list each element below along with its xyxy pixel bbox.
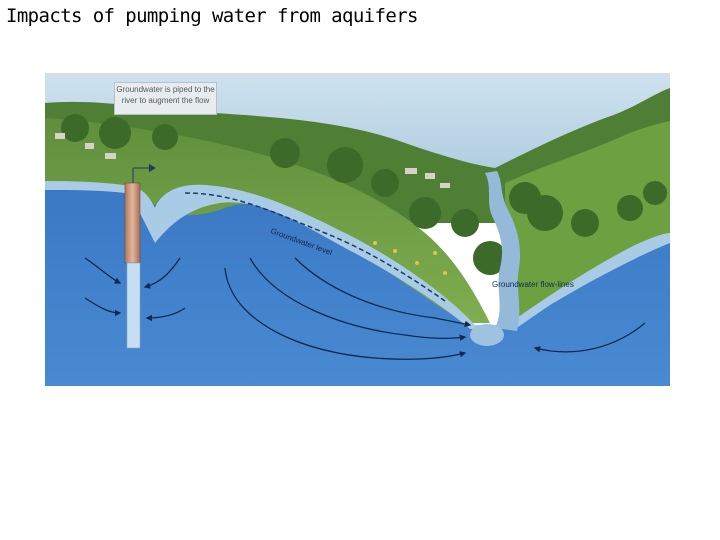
slide-title: Impacts of pumping water from aquifers (6, 5, 418, 27)
river (485, 171, 521, 331)
groundwater-level-line (184, 192, 446, 302)
flow-arrow-icon (249, 257, 467, 341)
trees (61, 114, 667, 275)
flow-arrow-icon (145, 307, 186, 322)
flow-arrows (84, 257, 646, 360)
flow-arrow-icon (143, 257, 181, 289)
flow-arrow-icon (84, 257, 122, 284)
flow-arrow-icon (294, 257, 472, 328)
flow-arrow-icon (224, 267, 467, 360)
callout-box: Groundwater is piped to the river to aug… (114, 82, 217, 115)
groundwater-body (45, 186, 670, 386)
flow-arrow-icon (84, 297, 122, 317)
flow-lines-label: Groundwater flow-lines (492, 280, 574, 289)
flow-arrow-icon (533, 322, 646, 353)
aquifer-diagram: Groundwater level (45, 73, 670, 386)
borehole-pipe-icon (124, 182, 141, 264)
borehole-screen (126, 262, 141, 349)
river-bed (470, 324, 504, 346)
houses (55, 133, 450, 188)
